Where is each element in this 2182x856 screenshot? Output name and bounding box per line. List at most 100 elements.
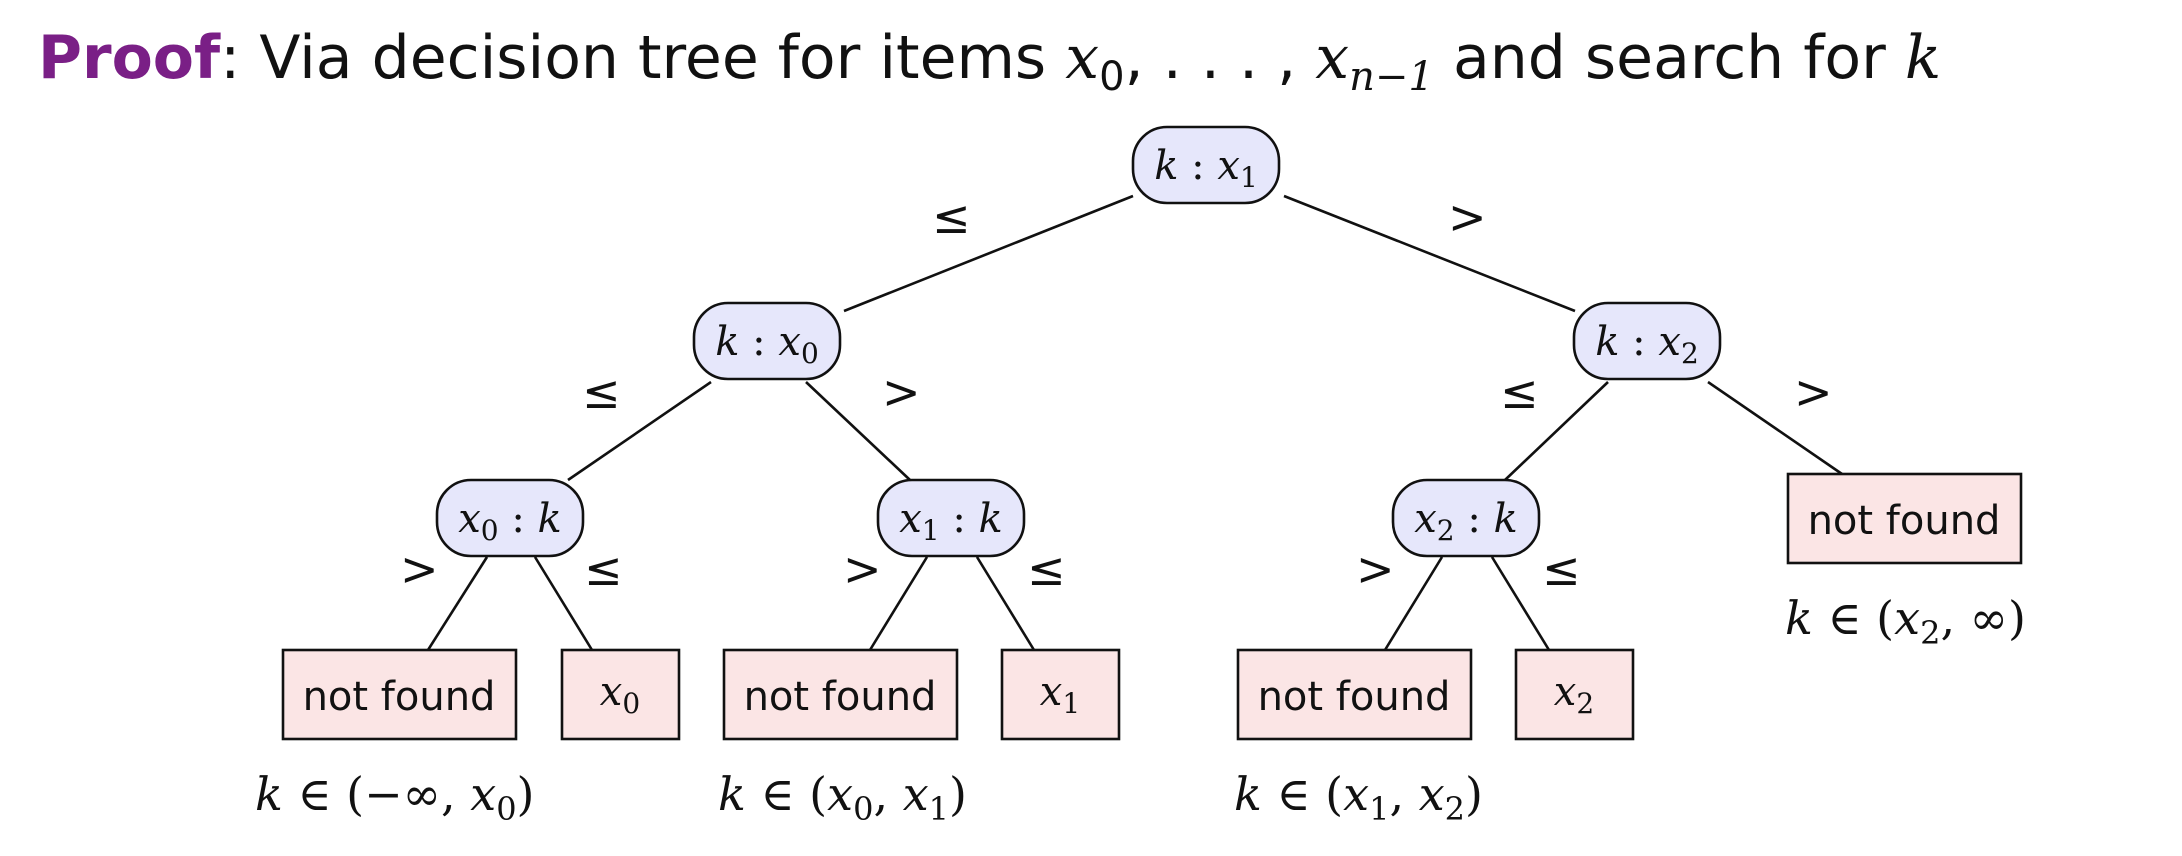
svg-text:x0: x0: [600, 669, 640, 720]
svg-text:x1 : k: x1 : k: [899, 496, 1003, 547]
leaf-not-found-3-label: not found: [1258, 674, 1451, 720]
range-1-close: ): [949, 767, 967, 821]
range-2-close: ): [1465, 767, 1483, 821]
heading-var-k: k: [1905, 23, 1941, 93]
edge-label-le-root: ≤: [932, 190, 971, 244]
edge-ll-notfound: [426, 556, 489, 651]
heading-var-xn: x: [1315, 23, 1349, 93]
range-k-neg-inf-x0: k ∈ (−∞, x0): [255, 767, 535, 828]
edge-left-ll: [567, 380, 712, 482]
svg-text:k : x1: k : x1: [1154, 143, 1258, 194]
edge-label-le-lr: ≤: [1027, 542, 1066, 596]
edge-lr-notfound: [868, 556, 929, 651]
range-2-in: ∈ (: [1262, 767, 1343, 821]
range-k-x2-inf: k ∈ (x2, ∞): [1785, 591, 2026, 652]
range-2-sub1: 1: [1369, 790, 1389, 828]
range-2-sub2: 2: [1445, 790, 1465, 828]
node-left-b: x: [778, 319, 801, 365]
range-2-x2: x: [1419, 767, 1445, 821]
leaf-not-found-1-label: not found: [303, 674, 496, 720]
node-left: k : x0: [692, 301, 842, 381]
edge-label-gt-root: >: [1448, 190, 1487, 244]
range-1-in: ∈ (: [746, 767, 827, 821]
node-root-sep: :: [1178, 143, 1217, 189]
edge-root-left: [843, 194, 1134, 313]
svg-text:x2 : k: x2 : k: [1414, 496, 1518, 547]
node-ll-sub: 0: [481, 514, 499, 547]
leaf-x1-var: x: [1040, 669, 1063, 715]
leaf-x2: x2: [1514, 648, 1635, 741]
leaf-x0-sub: 0: [622, 687, 640, 720]
edge-label-le-right: ≤: [1500, 365, 1539, 419]
range-k-x0-x1: k ∈ (x0, x1): [718, 767, 967, 828]
node-right: k : x2: [1572, 301, 1722, 381]
edge-label-le-left: ≤: [582, 365, 621, 419]
edge-right-notfound: [1707, 380, 1843, 476]
heading-mid: and search for: [1434, 23, 1905, 93]
svg-text:x1: x1: [1040, 669, 1080, 720]
range-3-x: x: [1894, 591, 1920, 645]
edge-lr-x1: [975, 556, 1036, 651]
range-0-k: k: [255, 767, 283, 821]
node-root-a: k: [1154, 143, 1178, 189]
node-root-b: x: [1217, 143, 1240, 189]
edge-rl-notfound: [1383, 556, 1444, 651]
svg-text:x2: x2: [1554, 669, 1594, 720]
range-0-in: ∈ (−∞,: [283, 767, 470, 821]
edge-label-le-rl: ≤: [1542, 542, 1581, 596]
edge-label-gt-right: >: [1794, 365, 1833, 419]
node-right-a: k: [1595, 319, 1619, 365]
proof-heading: Proof: Via decision tree for items x0, .…: [38, 23, 1941, 100]
node-lr-b: k: [979, 496, 1003, 542]
leaf-x2-var: x: [1554, 669, 1577, 715]
node-lr-sub: 1: [922, 514, 940, 547]
range-0-x: x: [470, 767, 496, 821]
node-rl-b: k: [1494, 496, 1518, 542]
leaf-not-found-4: not found: [1786, 472, 2023, 565]
range-2-x1: x: [1343, 767, 1369, 821]
edge-ll-x0: [533, 556, 594, 651]
edge-label-le-ll: ≤: [584, 542, 623, 596]
heading-sub-n1: n−1: [1349, 54, 1434, 100]
node-ll-b: k: [538, 496, 562, 542]
range-1-sub2: 1: [929, 790, 949, 828]
leaf-x2-sub: 2: [1576, 687, 1594, 720]
range-2-k: k: [1234, 767, 1262, 821]
node-rl-sep: :: [1455, 496, 1494, 542]
node-rl-a: x: [1414, 496, 1437, 542]
heading-var-x0: x: [1065, 23, 1099, 93]
range-1-x1: x: [827, 767, 853, 821]
range-0-close: ): [517, 767, 535, 821]
node-right-b: x: [1658, 319, 1681, 365]
range-3-close: , ∞): [1940, 591, 2026, 645]
svg-text:k : x2: k : x2: [1595, 319, 1699, 370]
leaf-x0: x0: [560, 648, 681, 741]
node-left-a: k: [715, 319, 739, 365]
range-0-sub: 0: [496, 790, 516, 828]
edge-label-gt-lr: >: [843, 542, 882, 596]
leaf-not-found-2: not found: [722, 648, 959, 741]
leaf-not-found-4-label: not found: [1808, 498, 2001, 544]
range-2-comma: ,: [1389, 767, 1418, 821]
edge-rl-x2: [1490, 556, 1551, 651]
node-right-sub: 2: [1681, 337, 1699, 370]
svg-text:x0 : k: x0 : k: [458, 496, 562, 547]
edge-label-gt-left: >: [882, 365, 921, 419]
node-ll-sep: :: [499, 496, 538, 542]
edge-root-right: [1283, 194, 1576, 313]
leaf-not-found-2-label: not found: [744, 674, 937, 720]
node-root-sub: 1: [1240, 161, 1258, 194]
range-1-k: k: [718, 767, 746, 821]
node-lr-sep: :: [940, 496, 979, 542]
leaf-x1: x1: [1000, 648, 1121, 741]
node-left-sub: 0: [801, 337, 819, 370]
node-rl: x2 : k: [1391, 478, 1541, 558]
edge-left-lr: [805, 381, 911, 481]
heading-ellipsis: , . . . ,: [1125, 23, 1316, 93]
node-rl-sub: 2: [1437, 514, 1455, 547]
range-3-k: k: [1785, 591, 1813, 645]
heading-intro: : Via decision tree for items: [220, 23, 1065, 93]
node-ll-a: x: [458, 496, 481, 542]
heading-sub-0: 0: [1099, 54, 1124, 100]
node-root: k : x1: [1131, 125, 1281, 205]
